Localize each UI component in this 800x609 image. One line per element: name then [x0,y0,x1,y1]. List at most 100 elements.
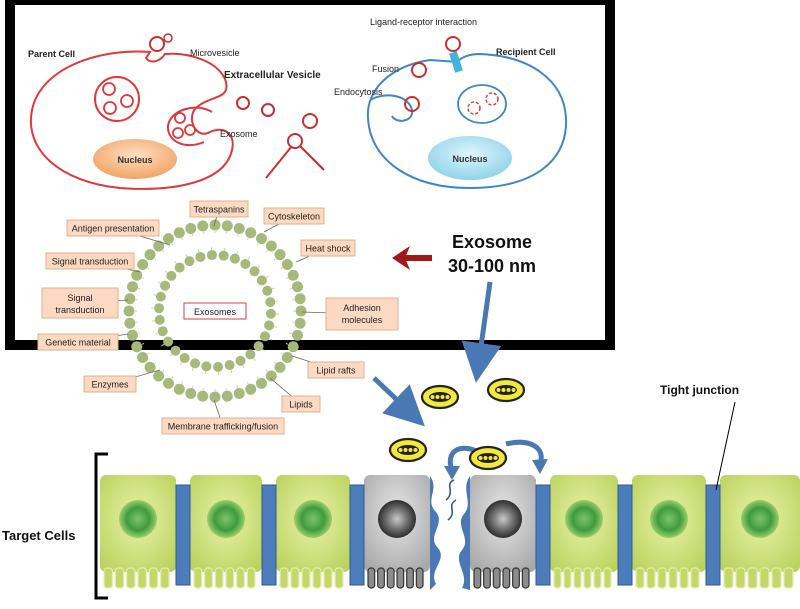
lipid-head [166,271,176,281]
parent-cell-label: Parent Cell [28,49,75,59]
lipid-head [190,358,200,368]
lipid-head [124,318,135,329]
component-tag-label: Signal [67,293,92,303]
lipid-head [195,252,205,262]
component-tag: Genetic material [38,334,118,350]
exosome-particle [470,447,506,469]
cell-nucleus [294,500,332,538]
cell-nucleus [378,500,416,538]
lipid-head [154,303,164,313]
lipid-head [131,341,142,352]
ligand-receptor-label: Ligand-receptor interaction [370,17,477,27]
component-tag: Heat shock [301,240,355,256]
cell-nucleus [207,500,245,538]
lipid-head [250,266,260,276]
tight-junction [350,485,364,585]
lipid-head [257,275,267,285]
cell-nucleus [650,500,688,538]
recipient-cell-label: Recipient Cell [496,47,556,57]
endocytosis-label: Endocytosis [334,87,383,97]
component-tag-label: Lipids [289,400,313,410]
lipid-head [240,259,250,269]
lipid-head [124,293,135,304]
lipid-head [254,341,264,351]
lipid-head [185,388,196,399]
component-tag: Antigen presentation [67,220,159,236]
exosome-particle [422,386,458,408]
microvesicle-label: Microvesicle [190,48,240,58]
component-tag-label: transduction [55,305,104,315]
lipid-head [288,270,299,281]
component-tag-label: Cytoskeleton [268,212,320,222]
extracellular-vesicle-label: Extracellular Vesicle [224,70,321,81]
lipid-head [225,360,235,370]
lipid-head [222,220,233,231]
lipid-head [262,286,272,296]
tight-junction-label: Tight junction [660,383,739,397]
lipid-head [163,378,174,389]
tight-junction [536,485,550,585]
component-tag: Signal transduction [42,288,118,318]
target-cell [720,475,800,588]
component-tag-label: Tetraspanins [193,205,245,215]
uptaking-cell [364,475,430,588]
cell-nucleus [119,500,157,538]
target-cell-layer [100,473,800,594]
parent-nucleus-label: Nucleus [117,155,152,165]
lipid-head [124,306,135,317]
lipid-head [292,281,303,292]
cell-nucleus [741,500,779,538]
lipid-head [170,346,180,356]
lipid-head [274,249,285,260]
lipid-head [236,356,246,366]
component-tag: Cytoskeleton [264,208,324,224]
component-tag-label: Adhesion [343,303,381,313]
lipid-head [265,297,275,307]
component-tag-label: Lipid rafts [316,366,356,376]
lipid-head [222,391,233,402]
cell-nucleus [565,500,603,538]
exosome-size-line2: 30-100 nm [448,256,536,276]
blue-arrow-diagonal-icon [374,378,414,416]
lipid-head [295,318,306,329]
lipid-head [163,337,173,347]
floating-exosomes [390,379,524,469]
lipid-head [245,349,255,359]
lipid-head [153,241,164,252]
lipid-head [256,378,267,389]
component-tag-label: Heat shock [305,244,351,254]
component-tag: Signal transduction [46,253,134,269]
target-cell [190,475,262,588]
exosomes-center-label: Exosomes [194,307,237,317]
lipid-head [137,352,148,363]
cell-nucleus [484,500,522,538]
lipid-head [288,341,299,352]
lipid-head [197,391,208,402]
lipid-head [245,384,256,395]
target-cell [100,475,176,588]
lipid-head [295,293,306,304]
lipid-head [163,233,174,244]
lipid-head [245,227,256,238]
lipid-head [127,281,138,292]
lipid-head [197,220,208,231]
lipid-head [282,259,293,270]
lipid-head [296,306,307,317]
lipid-head [174,227,185,238]
lipid-head [145,249,156,260]
lipid-head [137,259,148,270]
lipid-head [266,370,277,381]
lipid-head [213,362,223,372]
lipid-head [156,292,166,302]
lipid-head [160,281,170,291]
lipid-head [175,263,185,273]
component-tag-label: Membrane trafficking/fusion [168,422,278,432]
lipid-head [210,220,221,231]
target-cells-label: Target Cells [2,528,75,543]
tight-junction [176,485,190,585]
target-cell [632,475,706,588]
component-tag-label: Antigen presentation [72,224,155,234]
